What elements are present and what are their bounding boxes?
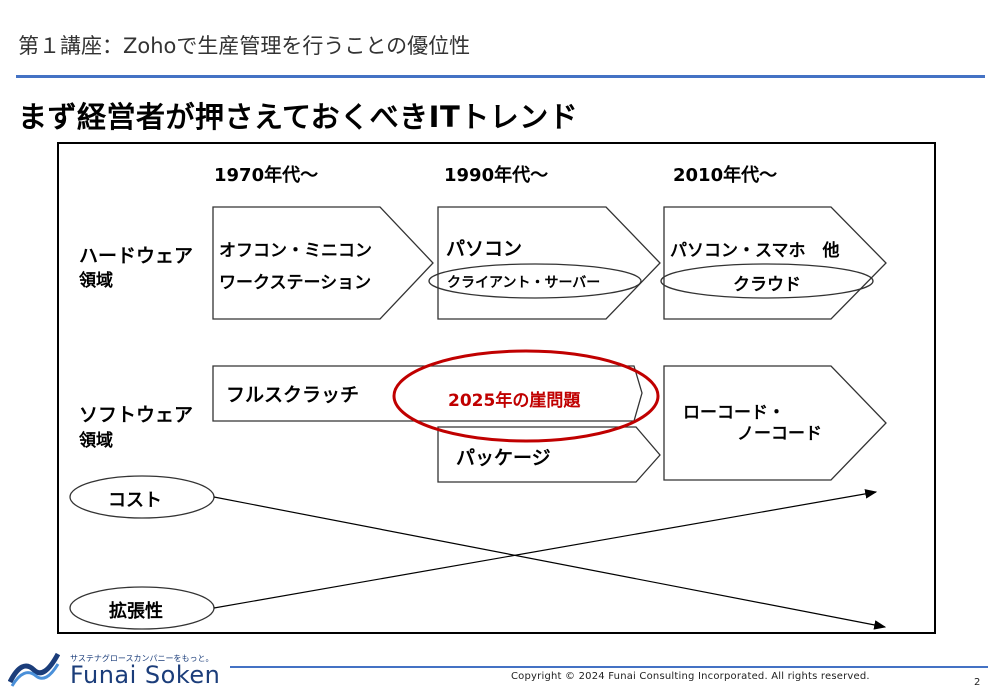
hardware-label-line1: ハードウェア bbox=[79, 245, 194, 267]
copyright-notice: Copyright © 2024 Funai Consulting Incorp… bbox=[511, 671, 870, 682]
hardware-box-1990 bbox=[437, 206, 661, 320]
hw-1970-line1: オフコン・ミニコン bbox=[219, 241, 372, 261]
header-divider bbox=[16, 75, 985, 78]
era-1970: 1970年代～ bbox=[214, 165, 319, 186]
funai-soken-logo-icon bbox=[8, 652, 60, 687]
problem-2025-ellipse bbox=[392, 349, 660, 443]
lowcode-line2: ノーコード bbox=[737, 424, 822, 444]
scalability-trend-arrow bbox=[213, 489, 878, 609]
scalability-label: 拡張性 bbox=[109, 601, 163, 622]
hardware-label-line2: 領域 bbox=[79, 271, 113, 291]
slide-title: まず経営者が押さえておくべきITトレンド bbox=[18, 100, 579, 134]
problem-2025-label: 2025年の崖問題 bbox=[448, 391, 581, 411]
lowcode-line1: ローコード・ bbox=[683, 403, 785, 423]
page-number: 2 bbox=[974, 677, 981, 688]
lecture-subtitle: 第１講座：Zohoで生産管理を行うことの優位性 bbox=[18, 34, 471, 58]
era-2010: 2010年代～ bbox=[673, 165, 778, 186]
hw-2010-line1: パソコン・スマホ 他 bbox=[670, 241, 840, 261]
software-label-line2: 領域 bbox=[79, 431, 113, 451]
fullscratch-box bbox=[212, 365, 643, 422]
hw-1990-line2: クライアント・サーバー bbox=[447, 275, 601, 291]
logo-name: Funai Soken bbox=[70, 661, 221, 689]
cost-trend-arrow bbox=[213, 496, 887, 630]
software-label-line1: ソフトウェア bbox=[79, 404, 194, 426]
hardware-box-2010 bbox=[663, 206, 887, 320]
hw-1990-line1: パソコン bbox=[446, 238, 523, 260]
hw-1970-line2: ワークステーション bbox=[219, 273, 372, 293]
fullscratch-label: フルスクラッチ bbox=[226, 384, 360, 406]
package-label: パッケージ bbox=[456, 447, 551, 469]
logo-tagline: サステナグロースカンパニーをもっと。 bbox=[70, 654, 214, 663]
era-1990: 1990年代～ bbox=[444, 165, 549, 186]
footer-divider bbox=[230, 666, 988, 668]
client-server-ellipse bbox=[428, 263, 642, 299]
lowcode-box bbox=[663, 365, 887, 481]
cost-label: コスト bbox=[108, 490, 162, 511]
diagram-frame bbox=[57, 142, 936, 634]
hw-2010-line2: クラウド bbox=[733, 275, 801, 295]
cloud-ellipse bbox=[660, 263, 874, 299]
hardware-box-1970 bbox=[212, 206, 434, 320]
